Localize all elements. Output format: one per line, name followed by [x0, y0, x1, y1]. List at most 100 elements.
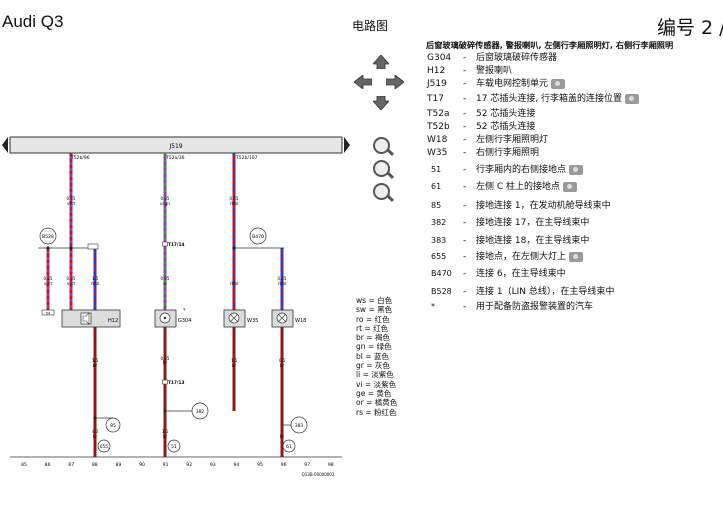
color-code-row: ws = 白色 — [356, 296, 397, 305]
svg-text:H12: H12 — [108, 318, 118, 324]
color-name: = 黑色 — [368, 305, 393, 315]
lamp-w18: W18 — [271, 309, 306, 328]
grid-number: 98 — [328, 462, 334, 468]
wire-color-label: rt/bl — [91, 281, 99, 286]
scroll-left-arrow-icon[interactable] — [2, 137, 8, 153]
wire-color-label: rt/bl — [278, 281, 286, 286]
wire-color-label: vi/gn — [160, 201, 170, 206]
wire-color-label: br — [280, 434, 285, 439]
nav-left-arrow-icon[interactable] — [353, 74, 373, 90]
connector-t17-14: T17/14 — [168, 242, 184, 248]
legend-code: W35 — [427, 148, 448, 158]
legend-text: 52 芯插头连接 — [476, 109, 536, 119]
legend-code: T52a — [427, 109, 450, 119]
legend-text: 接地连接 1，在发动机舱导线束中 — [476, 201, 611, 211]
pin-label-3: T52b/107 — [235, 155, 258, 161]
legend-item: J519-车载电网控制单元 — [427, 78, 566, 91]
wire-color-label: br — [232, 363, 237, 368]
wire-size-label: 4.0 — [92, 429, 99, 434]
legend-title: 后窗玻璃破碎传感器, 警报喇叭, 左侧行李厢照明灯, 右侧行李厢照明 — [426, 40, 674, 50]
color-code: ge — [356, 388, 368, 398]
camera-icon[interactable] — [569, 251, 584, 262]
node-b470: B470 — [249, 227, 267, 245]
legend-code: 655 — [431, 252, 447, 261]
fuse-box — [41, 309, 55, 316]
legend-dash: - — [463, 148, 467, 158]
control-unit-label: J519 — [168, 143, 182, 150]
legend-item: T52b-52 芯插头连接 — [427, 121, 535, 134]
color-code: ro — [356, 314, 366, 324]
color-code: sw — [356, 305, 369, 315]
nav-right-arrow-icon[interactable] — [385, 74, 405, 90]
color-name: = 灰色 — [366, 361, 390, 371]
legend-code: G304 — [427, 53, 452, 63]
legend-text: 连接 6，在主导线束中 — [476, 269, 566, 279]
color-code: br — [356, 333, 367, 343]
wire-size-label: 0.35 — [161, 356, 170, 361]
color-code: rt — [356, 323, 365, 333]
svg-text:B528: B528 — [42, 234, 54, 240]
wire-color-label: br — [93, 434, 98, 439]
legend-item: 655-接地点，在左侧大灯上 — [427, 250, 584, 263]
color-name: = 褐色 — [366, 333, 390, 343]
grid-number: 95 — [257, 462, 263, 468]
node-655: 655 — [97, 439, 111, 453]
color-name: = 黄色 — [367, 388, 392, 398]
color-code-row: rs = 粉红色 — [356, 408, 397, 417]
color-code: gr — [356, 361, 367, 371]
horn-h12: H12 — [61, 309, 121, 328]
nav-up-arrow-icon[interactable] — [372, 54, 390, 70]
legend-text: 行李厢内的右侧接地点 — [476, 165, 567, 175]
legend-item: 382-接地连接 17，在主导线束中 — [427, 216, 589, 229]
legend-dash: - — [463, 269, 467, 279]
splice-dot — [93, 416, 97, 420]
svg-text:G304: G304 — [178, 318, 191, 324]
color-code: ws — [356, 296, 369, 305]
legend-text: 车载电网控制单元 — [476, 79, 549, 89]
scroll-right-arrow-icon[interactable] — [344, 137, 350, 153]
splice-dot — [69, 246, 73, 250]
control-unit-bar — [9, 136, 343, 154]
pin-label-2: T52a/36 — [165, 155, 185, 161]
camera-icon[interactable] — [625, 93, 640, 104]
legend-item: H12-警报喇叭 — [427, 65, 512, 78]
legend-code: B528 — [431, 287, 452, 296]
color-name: = 红色 — [364, 323, 389, 333]
connector-marker — [162, 379, 168, 385]
svg-text:655: 655 — [100, 444, 108, 450]
camera-icon[interactable] — [563, 181, 578, 192]
color-name: = 红色 — [365, 314, 390, 324]
wire-size-label: 0.35 — [278, 276, 287, 281]
zoom-fit-icon[interactable] — [373, 160, 390, 177]
splice-dot — [46, 246, 50, 250]
camera-icon[interactable] — [569, 164, 584, 175]
color-code: bl — [356, 351, 366, 361]
legend-item: W35-右侧行李厢照明 — [427, 147, 539, 160]
wire-color-label: br — [163, 434, 168, 439]
nav-down-arrow-icon[interactable] — [372, 95, 390, 111]
wire-size-label: 0.35 — [230, 196, 239, 201]
wire-color-label: vi/rt — [44, 281, 52, 286]
legend-code: T17 — [427, 94, 444, 104]
zoom-out-icon[interactable] — [373, 183, 390, 200]
legend-code: J519 — [427, 79, 447, 89]
legend-code: W18 — [427, 135, 448, 145]
wire-color-label: rt/bl — [230, 201, 238, 206]
svg-text:85: 85 — [110, 423, 116, 429]
legend-dash: - — [463, 94, 467, 104]
legend-text: 接地点，在左侧大灯上 — [476, 252, 567, 262]
wire-size-label: 1.5 — [92, 276, 99, 281]
legend-code: * — [431, 302, 435, 311]
node-b528: B528 — [39, 227, 57, 245]
wire-group — [46, 153, 284, 457]
color-code-row: gn = 绿色 — [356, 342, 397, 351]
zoom-in-icon[interactable] — [373, 137, 390, 154]
grid-number: 86 — [45, 462, 51, 468]
legend-item: 85-接地连接 1，在发动机舱导线束中 — [427, 199, 611, 212]
color-name: = 淡紫色 — [364, 379, 397, 389]
color-name: = 白色 — [368, 296, 393, 305]
grid-number: 88 — [92, 462, 98, 468]
camera-icon[interactable] — [551, 78, 566, 89]
color-name: = 粉红色 — [365, 407, 397, 417]
legend-text: 警报喇叭 — [476, 66, 513, 76]
